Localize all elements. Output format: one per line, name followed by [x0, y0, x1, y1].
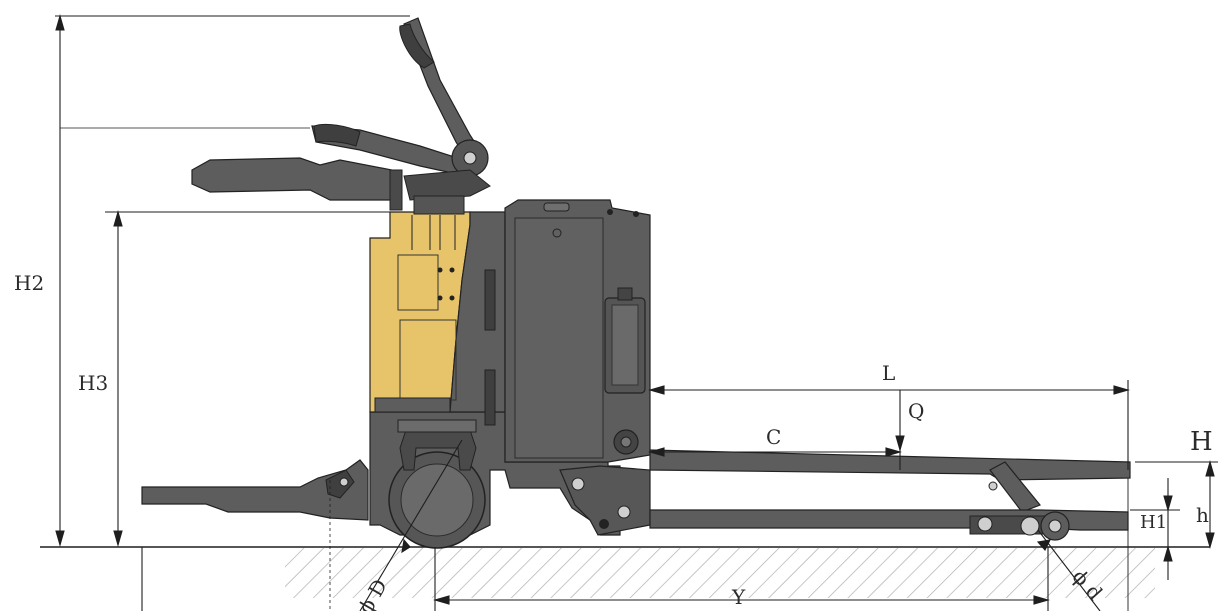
tiller-arm: [311, 17, 491, 215]
dimension-lines: [55, 13, 1218, 611]
dimension-labels: H2 H3 L Q C H H1 h ϕ D Y ϕ d: [14, 271, 1213, 611]
label-l: L: [882, 361, 895, 385]
label-c: C: [766, 425, 781, 449]
battery-compartment: [369, 211, 506, 426]
ground: [40, 546, 1210, 598]
label-h-lower: h: [1196, 503, 1209, 527]
label-y: Y: [731, 585, 746, 609]
label-q: Q: [908, 399, 924, 423]
label-h2: H2: [14, 271, 44, 295]
operator-backrest: [191, 157, 403, 211]
fork-lower-beam: [649, 509, 1129, 541]
main-cabinet: [504, 199, 651, 463]
label-h3: H3: [78, 371, 108, 395]
chassis: [369, 411, 621, 549]
fork-linkage: [559, 461, 1041, 536]
rear-step-platform: [141, 459, 369, 521]
label-h1: H1: [1140, 512, 1167, 533]
label-h-upper: H: [1190, 427, 1213, 457]
